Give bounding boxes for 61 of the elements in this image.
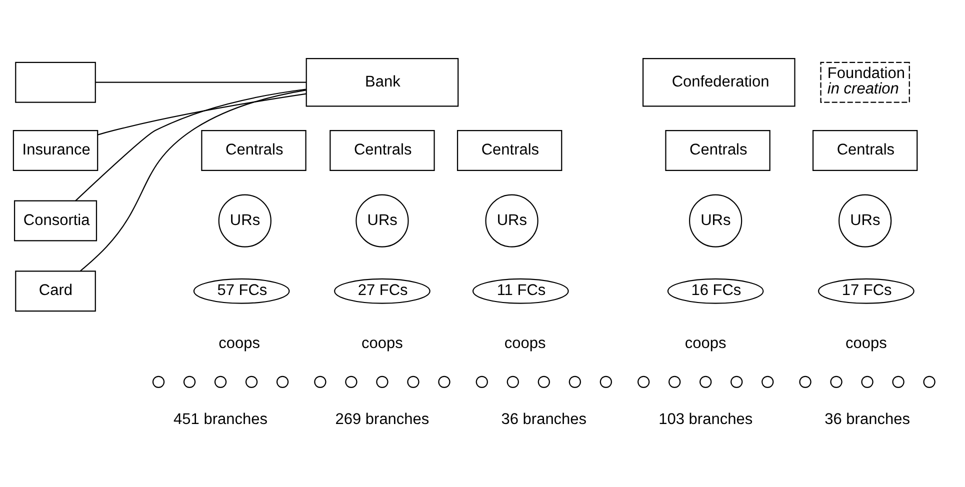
node-label: coops	[218, 334, 260, 352]
node-circle	[475, 376, 488, 388]
node-label: coops	[504, 334, 546, 352]
label: 103 branches	[658, 411, 752, 428]
node-box: Card	[14, 270, 96, 312]
node-box: Confederation	[642, 58, 795, 107]
node-circle	[506, 376, 518, 388]
node-circle: URs	[218, 194, 271, 248]
node-box: Centrals	[456, 130, 562, 171]
node-circle	[314, 376, 326, 388]
node-box: Insurance	[12, 130, 98, 171]
node-circle	[344, 376, 357, 388]
label: 269 branches	[334, 411, 429, 428]
node-ellipse: 57 FCs	[192, 278, 290, 304]
node-circle: URs	[355, 194, 408, 248]
node-label: coops	[684, 334, 726, 352]
label: 36 branches	[500, 411, 586, 428]
label: 451 branches	[173, 411, 267, 428]
node-circle: URs	[838, 194, 892, 248]
connector	[74, 88, 306, 202]
connector	[97, 93, 306, 136]
label: 36 branches	[824, 411, 910, 428]
node-circle	[668, 376, 680, 388]
node-box: Centrals	[664, 130, 770, 171]
node-box: Centrals	[200, 130, 306, 171]
node-circle: URs	[484, 194, 538, 248]
node-ellipse: 27 FCs	[334, 278, 430, 304]
node-circle	[761, 376, 774, 388]
node-circle	[830, 376, 842, 388]
node-circle	[276, 376, 288, 388]
node-circle	[244, 376, 258, 388]
node-circle	[730, 376, 742, 388]
connector	[94, 82, 306, 83]
node-circle	[699, 376, 712, 388]
node-box: Consortia	[13, 200, 97, 242]
node-box: Centrals	[812, 130, 918, 171]
node-ellipse: 16 FCs	[666, 278, 764, 304]
node-circle	[182, 376, 196, 388]
node-box: Foundation in creation	[820, 62, 910, 103]
node-circle	[406, 376, 419, 388]
node-ellipse: 11 FCs	[472, 278, 568, 304]
node-box	[14, 62, 96, 103]
node-ellipse: 17 FCs	[818, 278, 914, 304]
node-circle: URs	[688, 194, 742, 248]
node-circle	[798, 376, 811, 388]
node-circle	[152, 376, 164, 388]
node-circle	[599, 376, 612, 388]
node-circle	[922, 376, 935, 388]
node-circle	[537, 376, 550, 388]
node-label: coops	[361, 334, 402, 352]
node-circle	[214, 376, 226, 388]
node-circle	[438, 376, 450, 388]
node-circle	[376, 376, 388, 388]
node-circle	[637, 376, 650, 388]
node-circle	[860, 376, 873, 388]
connector	[80, 89, 306, 272]
node-circle	[892, 376, 904, 388]
node-box: Centrals	[329, 130, 434, 171]
node-label: coops	[845, 334, 886, 352]
node-circle	[568, 376, 581, 388]
node-box: Bank	[305, 58, 458, 107]
